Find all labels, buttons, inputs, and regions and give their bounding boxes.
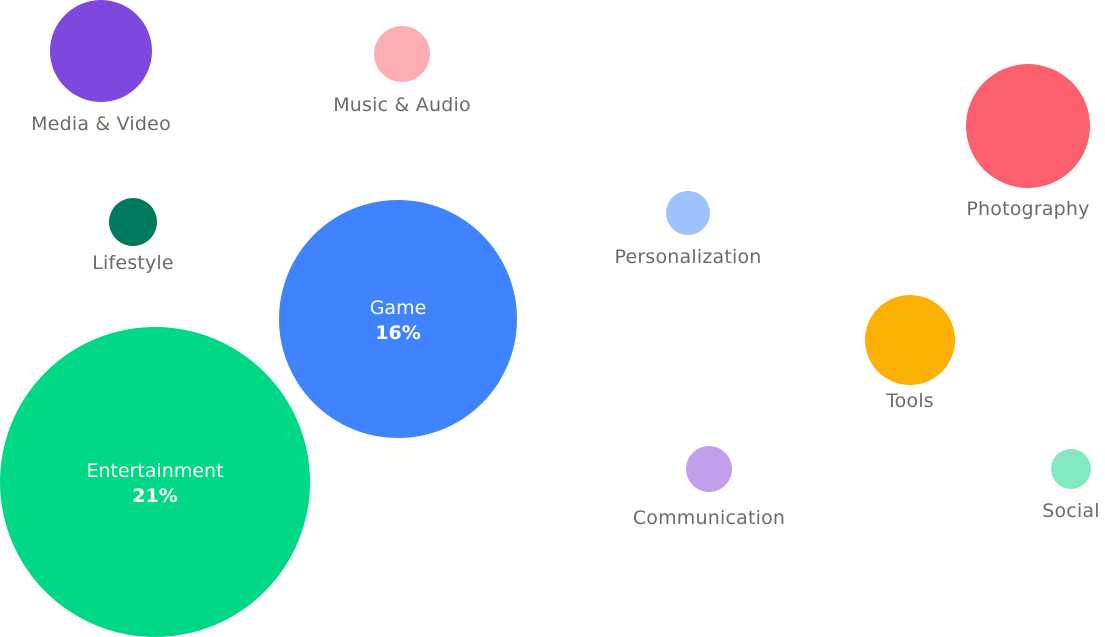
bubble-label-lifestyle: Lifestyle [92,252,174,274]
bubble-photography [966,64,1090,188]
bubble-tools [865,295,955,385]
bubble-label-personalization: Personalization [614,246,761,268]
bubble-media-and-video [50,0,152,102]
bubble-label-entertainment: Entertainment [86,460,223,482]
bubble-communication [686,446,732,492]
bubble-label-photography: Photography [966,198,1089,220]
bubble-label-communication: Communication [633,507,785,529]
bubble-label-media-and-video: Media & Video [31,113,171,135]
bubble-label-game: Game [370,297,427,319]
bubble-lifestyle [109,198,157,246]
bubble-label-social: Social [1042,500,1100,522]
bubble-label-music-and-audio: Music & Audio [333,94,471,116]
bubble-entertainment [0,327,310,637]
bubble-label-tools: Tools [885,390,934,412]
bubble-game [279,200,517,438]
bubble-social [1051,449,1091,489]
bubble-value-game: 16% [375,322,420,344]
bubble-value-entertainment: 21% [132,485,177,507]
bubble-personalization [666,191,710,235]
bubble-music-and-audio [374,26,430,82]
